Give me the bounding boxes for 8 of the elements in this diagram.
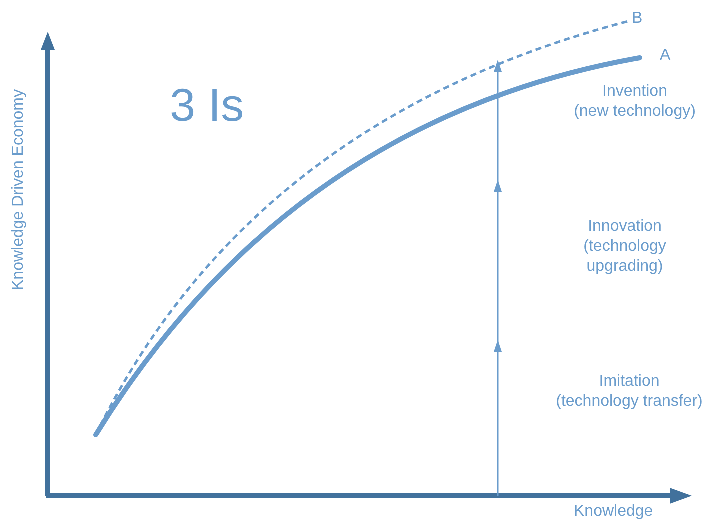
axis-title: Knowledge xyxy=(574,502,654,522)
stage-label: Imitation (technology transfer) xyxy=(555,372,704,412)
stage-label: Innovation (technology upgrading) xyxy=(582,217,668,277)
stage-label: Invention (new technology) xyxy=(573,82,697,122)
axis-title: Knowledge Driven Economy xyxy=(9,88,28,292)
curve-label: B xyxy=(632,9,643,29)
chart-title: 3 Is xyxy=(170,82,244,128)
curve-label: A xyxy=(660,46,671,66)
